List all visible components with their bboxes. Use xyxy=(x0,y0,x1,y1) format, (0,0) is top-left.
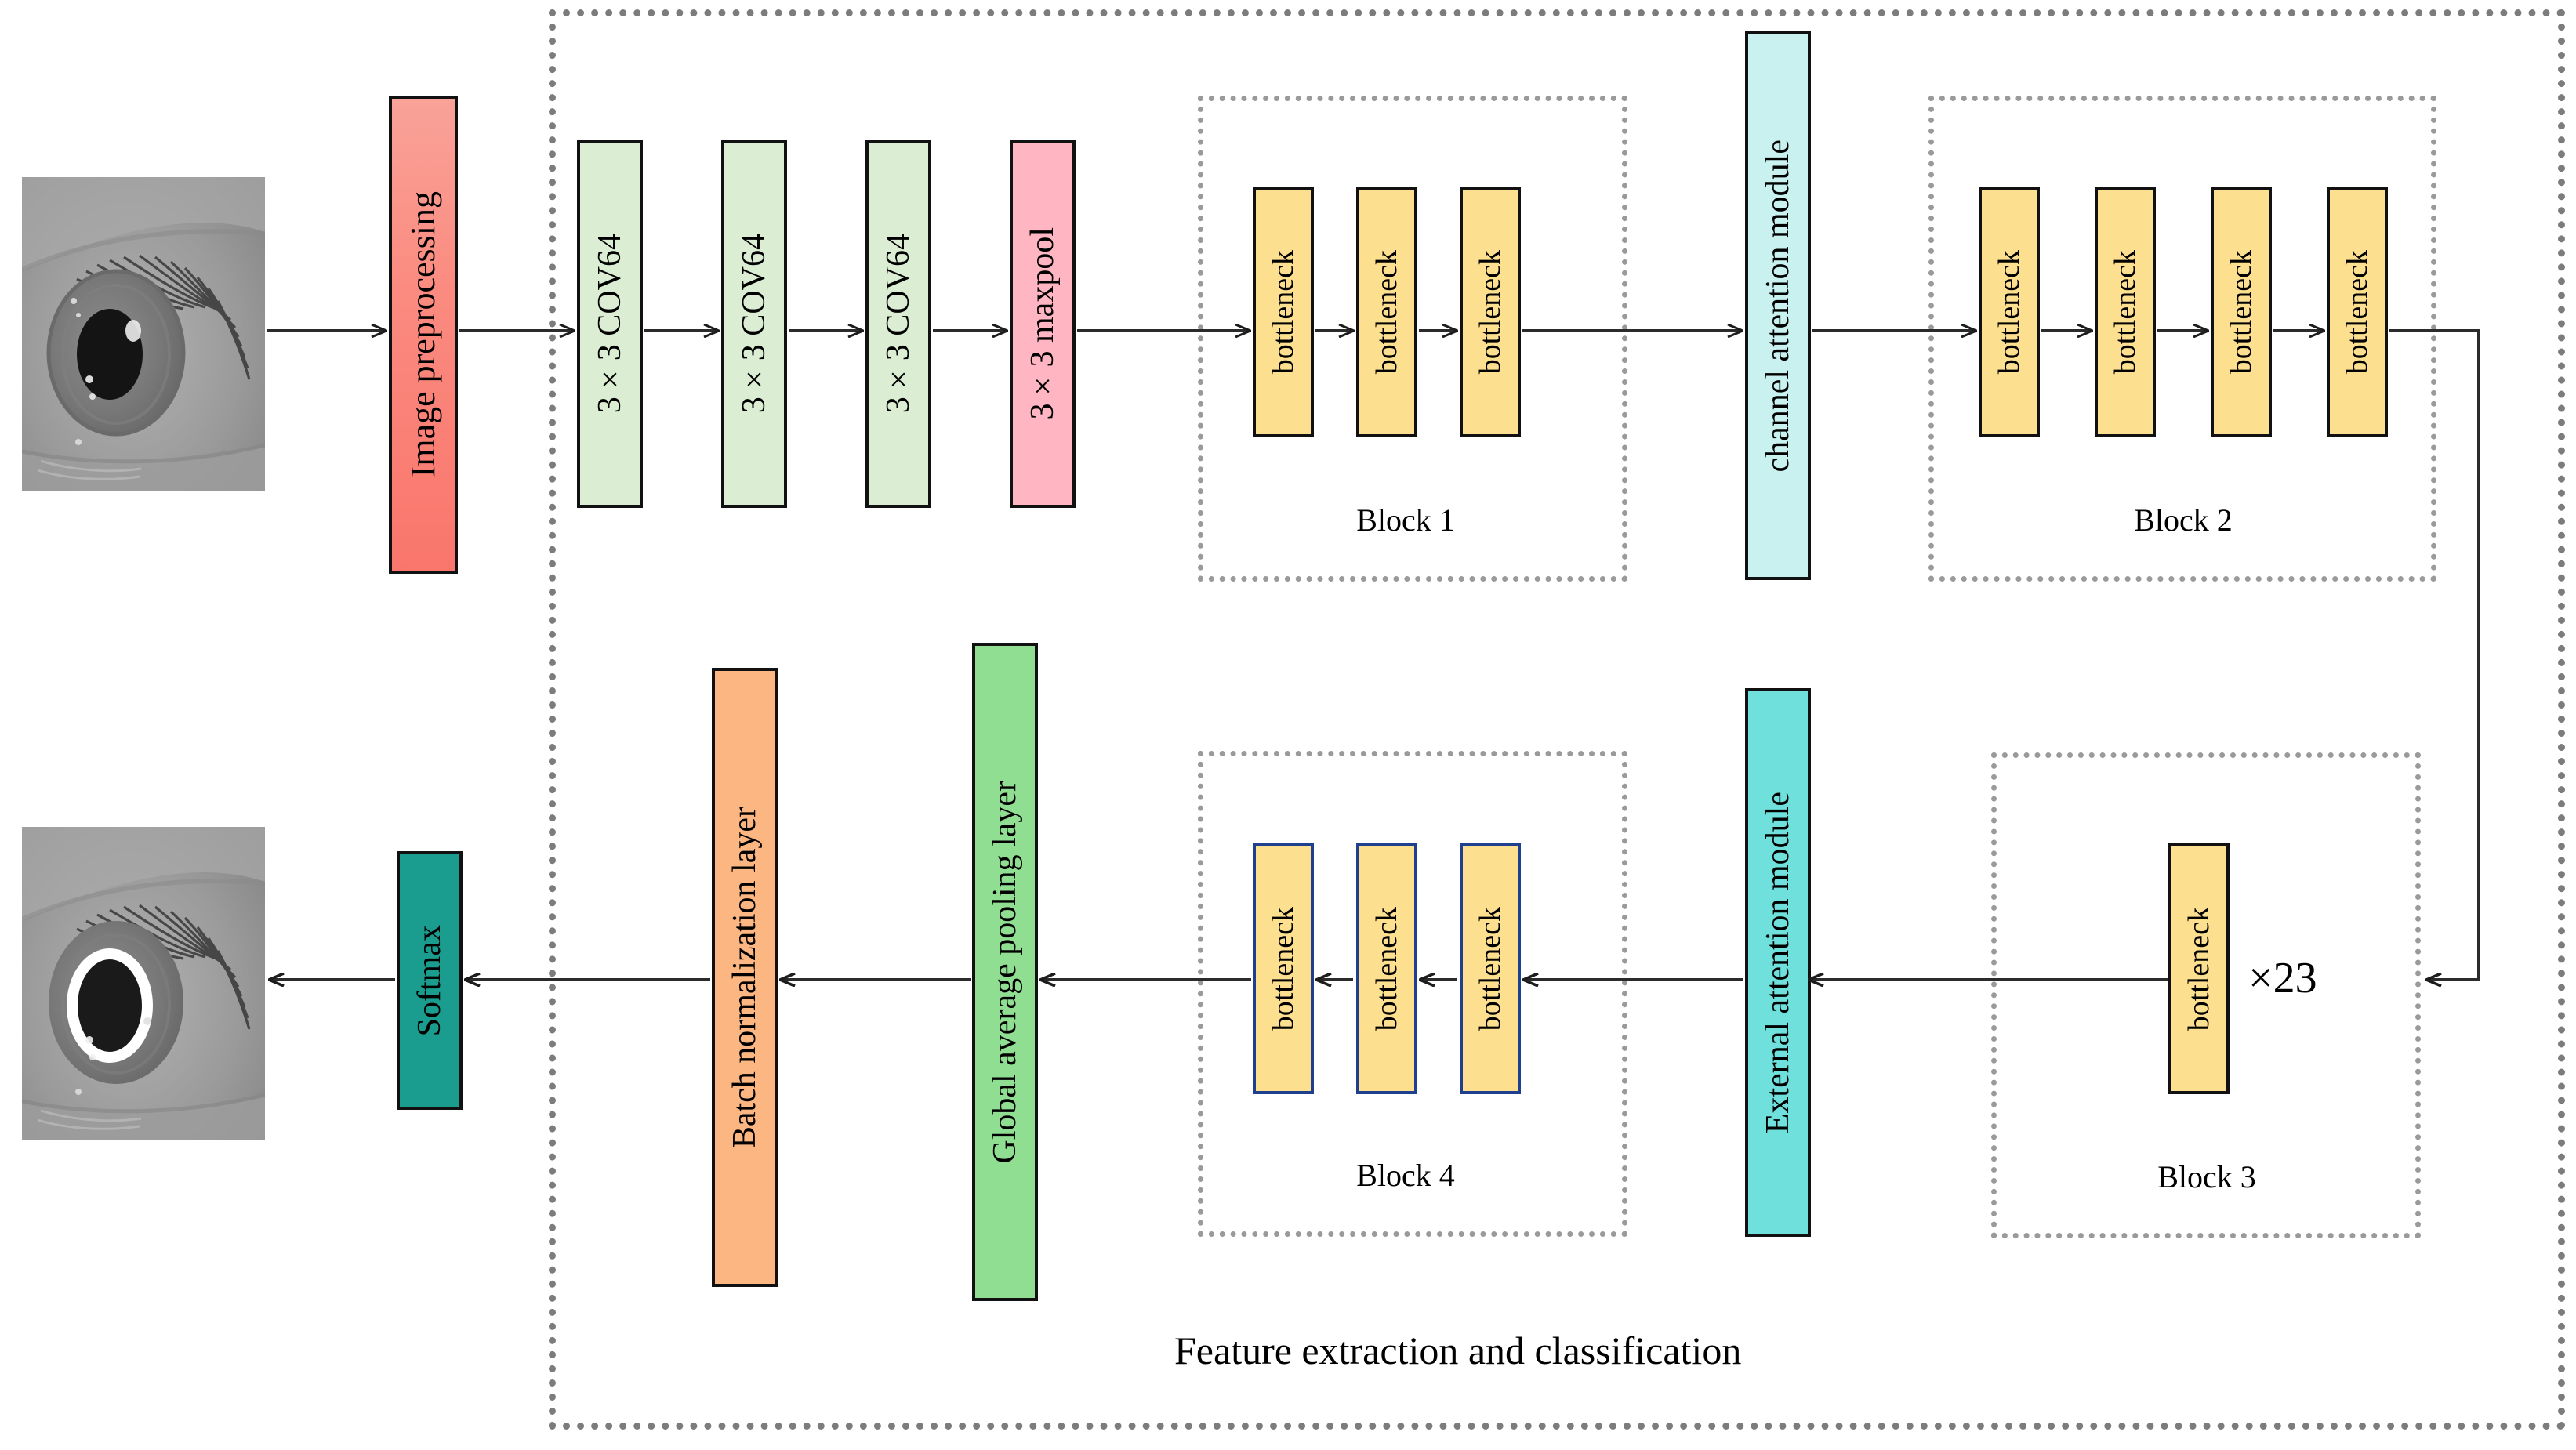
block-2-bottleneck-3-label: bottleneck xyxy=(2225,249,2258,375)
block-2-bottleneck-3[interactable]: bottleneck xyxy=(2211,187,2272,437)
maxpool-label: 3×3 maxpool xyxy=(1025,227,1061,420)
block-2-bottleneck-2[interactable]: bottleneck xyxy=(2095,187,2156,437)
block-2-bottleneck-1[interactable]: bottleneck xyxy=(1979,187,2040,437)
block-1-bottleneck-1[interactable]: bottleneck xyxy=(1253,187,1314,437)
maxpool-block[interactable]: 3×3 maxpool xyxy=(1010,140,1076,508)
diagram-caption: Feature extraction and classification xyxy=(1174,1329,1742,1372)
external-attention-module-block[interactable]: External attention module xyxy=(1745,688,1811,1237)
batch-normalization-block[interactable]: Batch normalization layer xyxy=(712,668,778,1287)
global-average-pooling-label: Global average pooling layer xyxy=(987,780,1023,1164)
block-1-bottleneck-2-label: bottleneck xyxy=(1370,249,1403,375)
conv-block-2-label: 3×3 COV64 xyxy=(736,234,772,414)
block-4-label: Block 4 xyxy=(1356,1158,1455,1193)
block-4-bottleneck-3[interactable]: bottleneck xyxy=(1460,843,1521,1094)
block-4-bottleneck-1-label: bottleneck xyxy=(1267,906,1300,1031)
block-3-repeat-label: ×23 xyxy=(2248,954,2317,1002)
block-1-bottleneck-1-label: bottleneck xyxy=(1267,249,1300,375)
conv-block-1-label: 3×3 COV64 xyxy=(592,234,628,414)
block-1-label: Block 1 xyxy=(1356,502,1455,538)
block-3-bottleneck-1-label: bottleneck xyxy=(2182,906,2215,1031)
block-1-bottleneck-2[interactable]: bottleneck xyxy=(1356,187,1417,437)
conv-block-2[interactable]: 3×3 COV64 xyxy=(721,140,787,508)
block-2-label: Block 2 xyxy=(2134,502,2233,538)
block-4-bottleneck-2[interactable]: bottleneck xyxy=(1356,843,1417,1094)
global-average-pooling-block[interactable]: Global average pooling layer xyxy=(972,643,1038,1301)
batch-normalization-label: Batch normalization layer xyxy=(727,806,763,1149)
output-eye-image-segmented xyxy=(22,827,265,1140)
softmax-block[interactable]: Softmax xyxy=(397,851,463,1110)
conv-block-3[interactable]: 3×3 COV64 xyxy=(865,140,931,508)
block-4-container xyxy=(1198,751,1627,1237)
channel-attention-module-block[interactable]: channel attention module xyxy=(1745,31,1811,580)
block-3-container xyxy=(1991,752,2421,1238)
softmax-label: Softmax xyxy=(412,924,448,1037)
image-preprocessing-label: Image preprocessing xyxy=(404,191,442,478)
block-1-bottleneck-3-label: bottleneck xyxy=(1474,249,1507,375)
channel-attention-module-label: channel attention module xyxy=(1760,139,1796,473)
block-2-bottleneck-4-label: bottleneck xyxy=(2341,249,2374,375)
block-1-container xyxy=(1198,96,1627,582)
input-eye-image xyxy=(22,177,265,491)
block-3-label: Block 3 xyxy=(2157,1159,2256,1194)
block-2-bottleneck-1-label: bottleneck xyxy=(1993,249,2026,375)
block-2-bottleneck-2-label: bottleneck xyxy=(2109,249,2142,375)
image-preprocessing-block[interactable]: Image preprocessing xyxy=(389,96,458,574)
block-3-bottleneck-1[interactable]: bottleneck xyxy=(2168,843,2230,1094)
block-4-bottleneck-1[interactable]: bottleneck xyxy=(1253,843,1314,1094)
conv-block-3-label: 3×3 COV64 xyxy=(880,234,916,414)
block-2-bottleneck-4[interactable]: bottleneck xyxy=(2327,187,2388,437)
feature-extraction-container xyxy=(549,9,2565,1430)
block-4-bottleneck-3-label: bottleneck xyxy=(1474,906,1507,1031)
conv-block-1[interactable]: 3×3 COV64 xyxy=(577,140,643,508)
external-attention-module-label: External attention module xyxy=(1760,791,1796,1134)
block-4-bottleneck-2-label: bottleneck xyxy=(1370,906,1403,1031)
block-1-bottleneck-3[interactable]: bottleneck xyxy=(1460,187,1521,437)
